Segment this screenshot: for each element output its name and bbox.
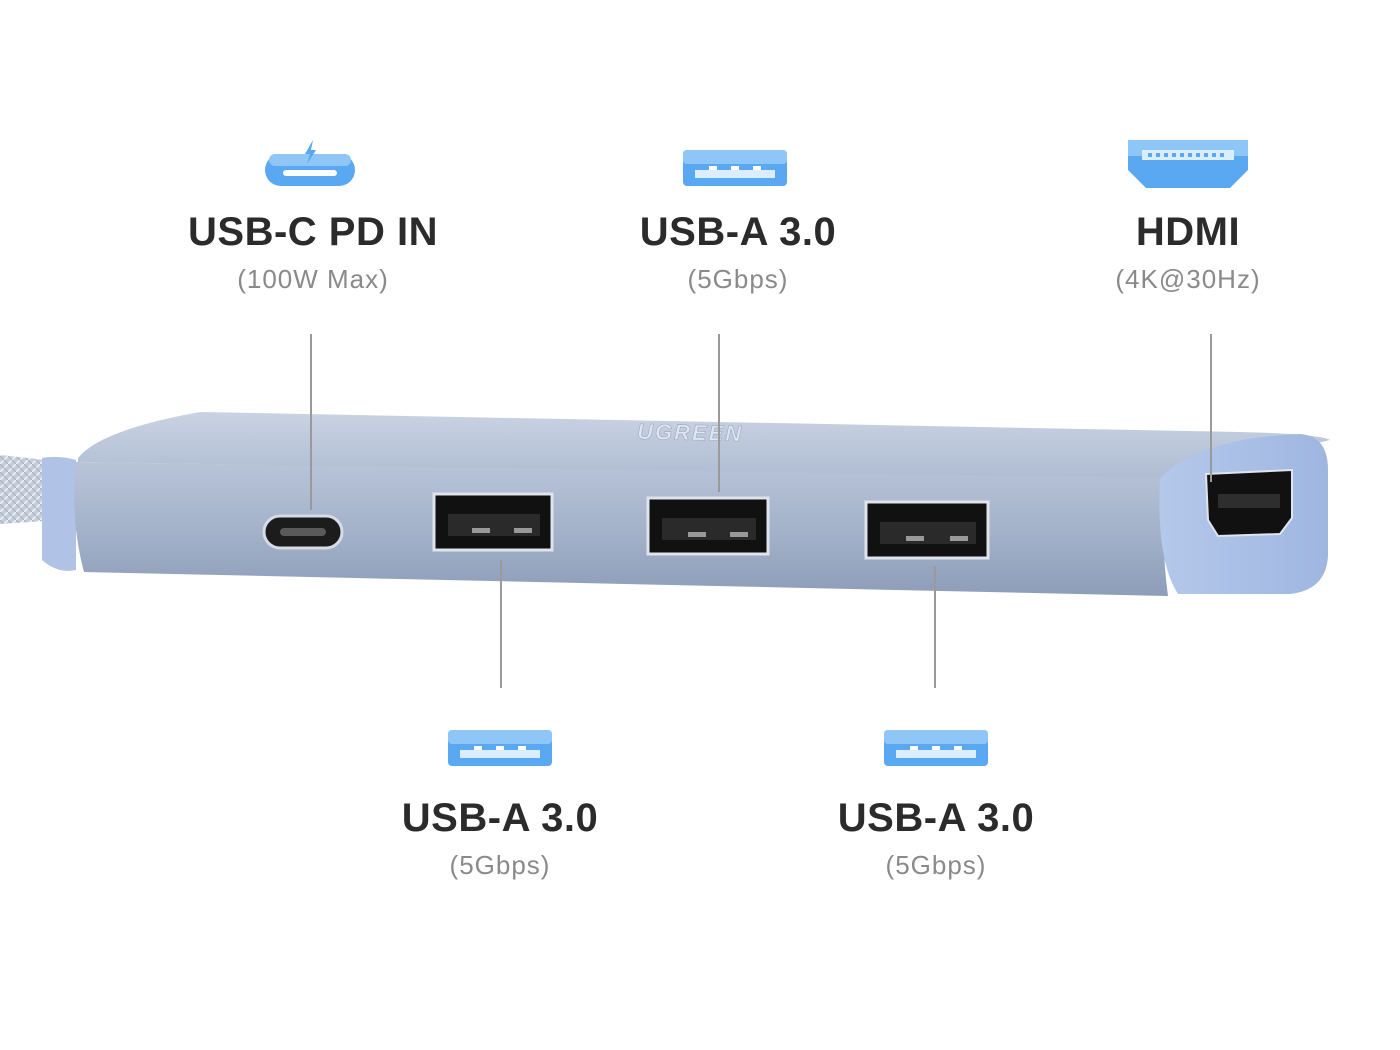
leader-line-hdmi: [1210, 334, 1212, 482]
usb-a-port-2: [646, 496, 770, 556]
leader-line-usba-top: [718, 334, 720, 492]
usb-a-port-1: [432, 492, 554, 552]
label-usbc-pd-in: USB-C PD IN (100W Max): [133, 208, 493, 296]
usb-a-icon: [448, 730, 552, 766]
port-title: USB-A 3.0: [639, 210, 837, 254]
usb-a-icon: [884, 730, 988, 766]
brand-logo: UGREEN: [637, 419, 744, 446]
port-subtitle: (5Gbps): [885, 850, 987, 880]
usb-a-icon: [683, 150, 787, 186]
hub-front-face: [74, 462, 1169, 596]
leader-line-usbc: [310, 334, 312, 510]
leader-line-usba-bottom-right: [934, 566, 936, 688]
port-title: USB-C PD IN: [188, 210, 438, 254]
port-title: USB-A 3.0: [837, 796, 1035, 840]
label-hdmi: HDMI (4K@30Hz): [1008, 208, 1368, 296]
port-subtitle: (4K@30Hz): [1115, 264, 1261, 294]
label-usba-bottom-right: USB-A 3.0 (5Gbps): [756, 794, 1116, 882]
label-usba-top: USB-A 3.0 (5Gbps): [558, 208, 918, 296]
port-title: HDMI: [1135, 210, 1241, 254]
port-subtitle: (100W Max): [237, 264, 389, 294]
usb-c-power-icon: [265, 140, 355, 186]
port-subtitle: (5Gbps): [687, 264, 789, 294]
cable-collar: [42, 456, 76, 571]
port-title: USB-A 3.0: [401, 796, 599, 840]
label-usba-bottom-left: USB-A 3.0 (5Gbps): [320, 794, 680, 882]
hdmi-icon: [1128, 140, 1248, 188]
leader-line-usba-bottom-left: [500, 560, 502, 688]
port-subtitle: (5Gbps): [449, 850, 551, 880]
hub-top-face: [78, 412, 1330, 480]
usb-a-port-3: [864, 500, 990, 560]
